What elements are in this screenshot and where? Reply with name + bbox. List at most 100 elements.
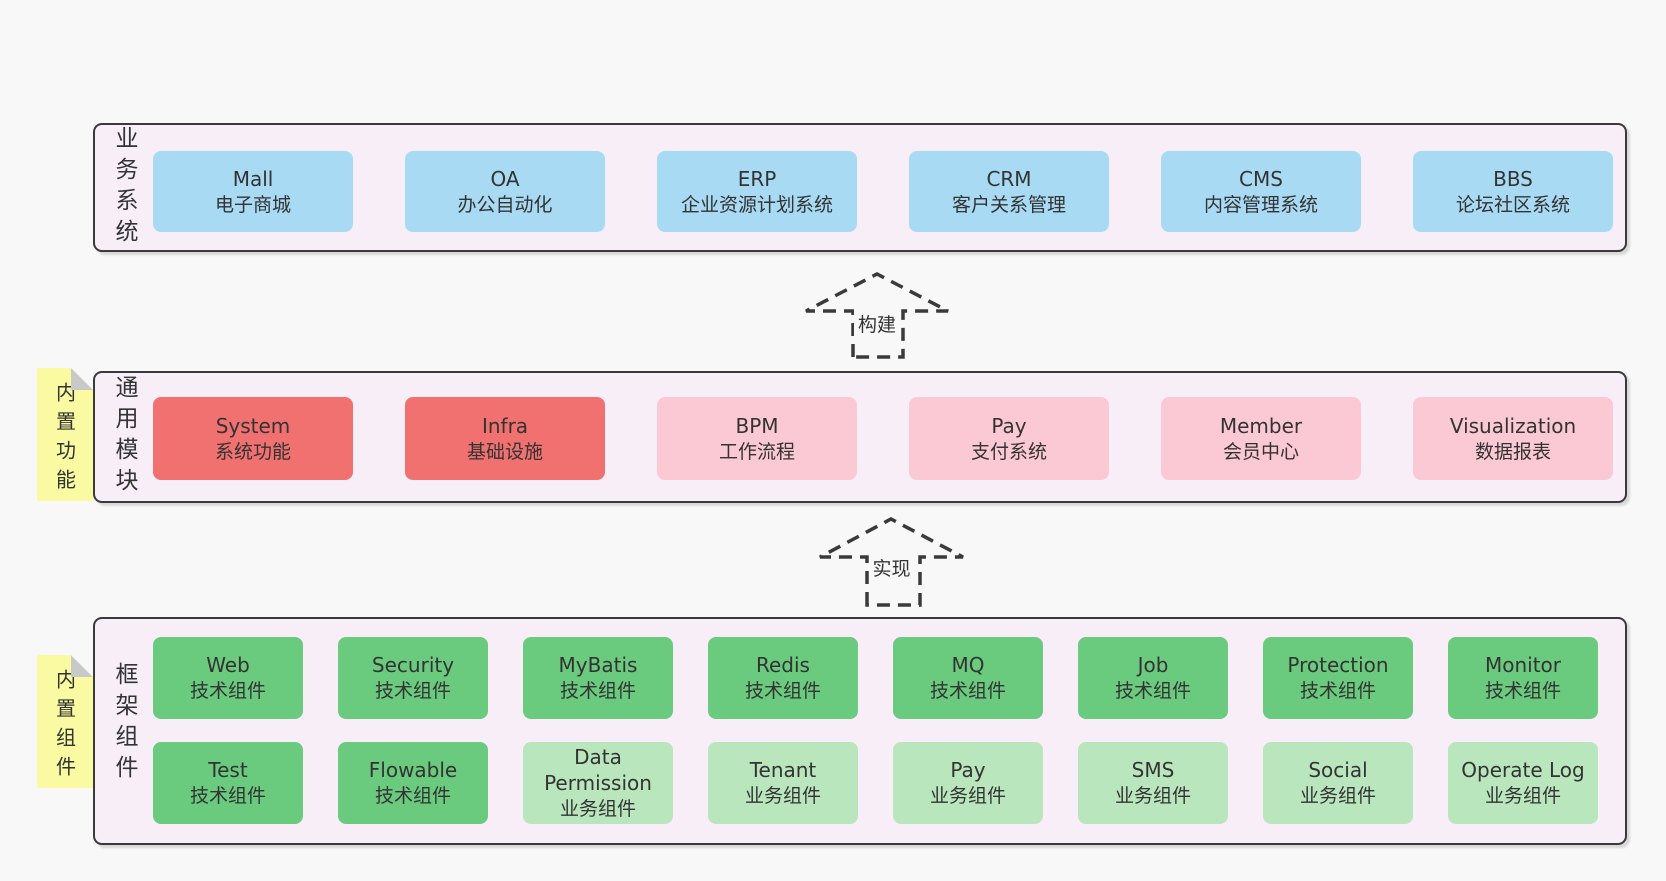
box-desc: 技术组件 <box>929 680 1006 702</box>
up-arrow-icon <box>819 517 964 607</box>
box-desc: 业务组件 <box>1484 785 1561 807</box>
box-name: Tenant <box>749 758 817 782</box>
box-name: System <box>215 413 291 438</box>
box-desc: 技术组件 <box>1114 680 1191 702</box>
box-desc: 内容管理系统 <box>1203 193 1318 216</box>
box-desc: 技术组件 <box>1484 680 1561 702</box>
box-name: Test <box>208 758 248 782</box>
module-box-protection: Protection 技术组件 <box>1263 637 1413 719</box>
box-name: Data Permission <box>544 745 652 795</box>
box-name: MyBatis <box>558 653 638 677</box>
layer-side-label: 通用模块 <box>111 375 137 499</box>
implement-arrow: 实现 <box>810 509 973 611</box>
box-desc: 电子商城 <box>214 193 291 216</box>
box-name: Pay <box>950 758 986 782</box>
box-name: SMS <box>1131 758 1175 782</box>
build-arrow: 构建 <box>796 264 958 364</box>
module-box-monitor: Monitor 技术组件 <box>1448 637 1598 719</box>
box-desc: 技术组件 <box>744 680 821 702</box>
box-name: BPM <box>735 413 779 438</box>
box-desc: 技术组件 <box>374 680 451 702</box>
box-desc: 论坛社区系统 <box>1455 193 1570 216</box>
box-desc: 业务组件 <box>929 785 1006 807</box>
up-arrow-icon <box>805 272 949 359</box>
implement-arrow-label: 实现 <box>868 553 915 582</box>
box-desc: 支付系统 <box>970 440 1047 463</box>
box-desc: 客户关系管理 <box>951 193 1066 216</box>
module-box-flowable: Flowable 技术组件 <box>338 742 488 824</box>
box-desc: 数据报表 <box>1474 440 1551 463</box>
box-name: Flowable <box>368 758 458 782</box>
box-name: Protection <box>1287 653 1389 677</box>
box-desc: 技术组件 <box>189 680 266 702</box>
module-box-tenant: Tenant 业务组件 <box>708 742 858 824</box>
note-built-in-components: 内置组件 <box>37 655 93 788</box>
box-desc: 业务组件 <box>559 798 636 820</box>
build-arrow-label: 构建 <box>853 309 901 338</box>
box-desc: 业务组件 <box>1114 785 1191 807</box>
box-desc: 技术组件 <box>374 785 451 807</box>
module-box-operate-log: Operate Log 业务组件 <box>1448 742 1598 824</box>
box-name: Social <box>1308 758 1368 782</box>
module-box-web: Web 技术组件 <box>153 637 303 719</box>
note-text: 内置组件 <box>52 669 77 785</box>
box-name: OA <box>490 166 520 191</box>
module-box-sms: SMS 业务组件 <box>1078 742 1228 824</box>
box-desc: 技术组件 <box>1299 680 1376 702</box>
box-name: MQ <box>951 653 985 677</box>
box-name: CRM <box>986 166 1032 191</box>
box-name: Monitor <box>1484 653 1562 677</box>
box-desc: 工作流程 <box>718 440 795 463</box>
box-name: Security <box>371 653 455 677</box>
box-desc: 业务组件 <box>744 785 821 807</box>
module-box-redis: Redis 技术组件 <box>708 637 858 719</box>
note-built-in-features: 内置功能 <box>37 368 93 501</box>
note-text: 内置功能 <box>52 382 77 498</box>
box-desc: 系统功能 <box>214 440 291 463</box>
box-name: CMS <box>1239 166 1283 191</box>
module-box-job: Job 技术组件 <box>1078 637 1228 719</box>
layer-side-label: 框架组件 <box>111 662 137 786</box>
box-desc: 企业资源计划系统 <box>680 193 833 216</box>
box-name: Job <box>1137 653 1169 677</box>
box-desc: 基础设施 <box>466 440 543 463</box>
box-name: BBS <box>1493 166 1533 191</box>
box-name: Operate Log <box>1461 758 1585 782</box>
box-name: Web <box>206 653 250 677</box>
box-desc: 会员中心 <box>1222 440 1299 463</box>
module-box-pay: Pay 业务组件 <box>893 742 1043 824</box>
box-name: Pay <box>991 413 1027 438</box>
box-name: Member <box>1219 413 1303 438</box>
box-name: Redis <box>756 653 810 677</box>
module-box-security: Security 技术组件 <box>338 637 488 719</box>
module-box-data-permission: Data Permission 业务组件 <box>523 742 673 824</box>
box-name: Infra <box>481 413 529 438</box>
box-name: Visualization <box>1449 413 1577 438</box>
